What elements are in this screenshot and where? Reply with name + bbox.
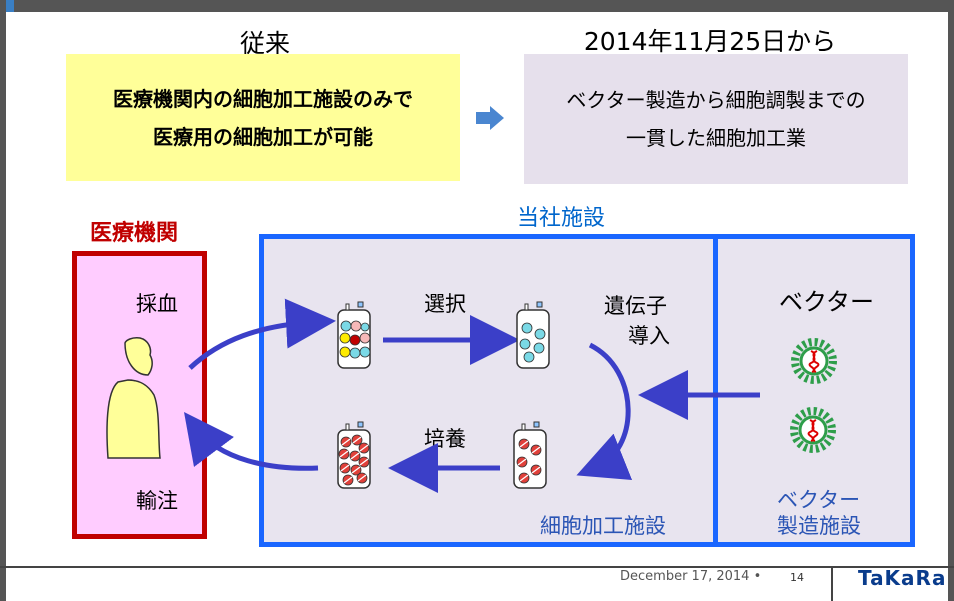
new-box: ベクター製造から細胞調製までの 一貫した細胞加工業 xyxy=(524,54,908,184)
footer-page-number: 14 xyxy=(790,571,804,584)
gene-transfer-label-1: 遺伝子 xyxy=(604,294,667,318)
takara-logo: TaKaRa xyxy=(858,566,947,590)
vector-virus-icon-1 xyxy=(795,342,833,380)
bottle-selected-cells-icon xyxy=(516,301,550,369)
old-box-line1: 医療機関内の細胞加工施設のみで xyxy=(113,86,413,111)
bottle-cultured-cells-icon xyxy=(337,421,371,489)
gene-transfer-label-2: 導入 xyxy=(628,324,670,348)
flow-arrow-gene-transfer xyxy=(576,342,633,481)
vector-virus-icon-2 xyxy=(794,411,832,449)
footer-line xyxy=(0,566,954,568)
vector-label: ベクター xyxy=(779,288,875,316)
facility-box xyxy=(259,234,915,547)
old-box-line2: 医療用の細胞加工が可能 xyxy=(153,124,373,149)
new-box-line2: 一貫した細胞加工業 xyxy=(625,126,806,150)
infusion-label: 輸注 xyxy=(136,489,178,513)
person-icon xyxy=(106,337,161,459)
vector-facility-label-1: ベクター xyxy=(777,488,861,512)
facility-divider xyxy=(713,234,718,547)
bottle-transduced-cells-icon xyxy=(513,421,547,489)
flow-arrow-facility-to-hospital xyxy=(183,412,319,471)
hospital-title: 医療機関 xyxy=(90,221,179,246)
slide-border-left xyxy=(0,0,6,601)
arrow-right-icon xyxy=(476,106,504,130)
left-heading: 従来 xyxy=(239,29,290,58)
blood-draw-label: 採血 xyxy=(136,292,178,316)
flow-arrow-hospital-to-facility xyxy=(188,298,336,370)
old-box: 医療機関内の細胞加工施設のみで 医療用の細胞加工が可能 xyxy=(66,54,460,181)
vector-facility-label-2: 製造施設 xyxy=(777,514,861,538)
company-title: 当社施設 xyxy=(517,206,606,231)
selection-label: 選択 xyxy=(424,292,466,316)
footer-date: December 17, 2014 • xyxy=(620,569,762,584)
footer-separator xyxy=(831,566,833,601)
slide-border-right xyxy=(948,0,954,601)
new-box-line1: ベクター製造から細胞調製までの xyxy=(566,88,866,112)
top-bar xyxy=(0,0,954,12)
right-heading: 2014年11月25日から xyxy=(583,27,837,56)
cell-processing-facility-label: 細胞加工施設 xyxy=(540,514,666,538)
bottle-mixed-cells-icon xyxy=(337,301,371,369)
